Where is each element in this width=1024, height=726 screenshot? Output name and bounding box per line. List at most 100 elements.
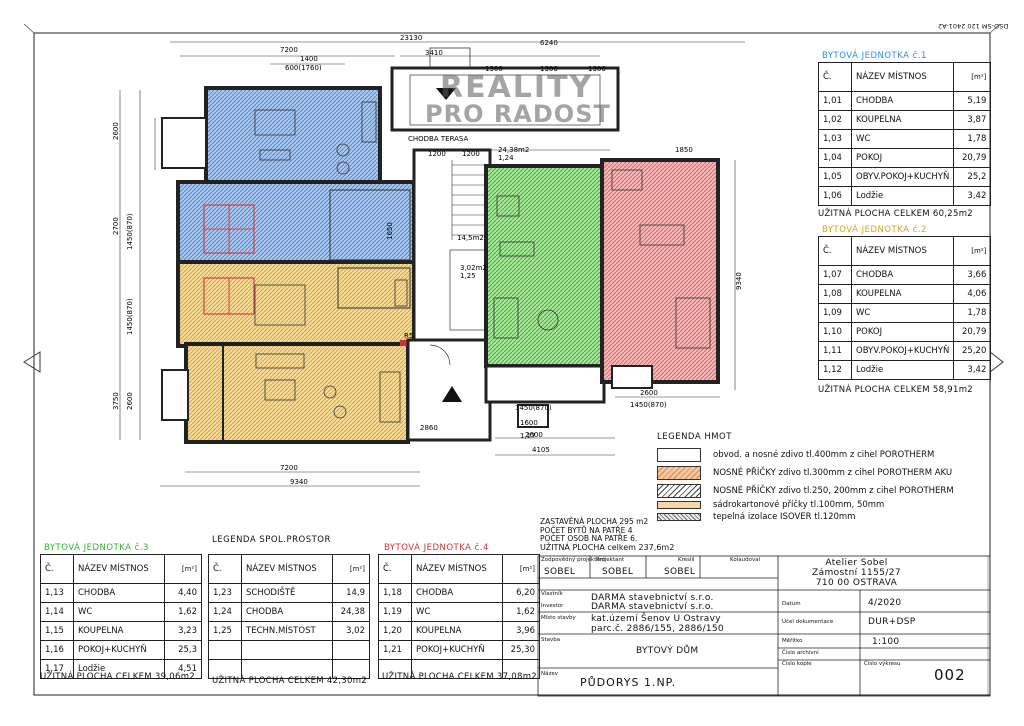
legend-swatch xyxy=(657,466,701,480)
tb-label-archiv: Číslo archivní xyxy=(782,650,819,656)
svg-text:7200: 7200 xyxy=(280,46,298,54)
svg-text:2600: 2600 xyxy=(126,392,134,410)
svg-text:3,02m2: 3,02m2 xyxy=(460,264,487,272)
tb-label-kreslil: Kreslil xyxy=(678,557,695,563)
svg-text:2600: 2600 xyxy=(112,122,120,140)
unit3-total: UŽITNÁ PLOCHA CELKEM 39,06m2 xyxy=(40,672,196,682)
tb-name-proj: SOBEL xyxy=(602,567,634,577)
svg-text:1200: 1200 xyxy=(428,150,446,158)
watermark-line1: REALITY xyxy=(440,70,594,105)
svg-text:1400: 1400 xyxy=(300,55,318,63)
unit2-total: UŽITNÁ PLOCHA CELKEM 58,91m2 xyxy=(818,385,974,395)
svg-text:1450(870): 1450(870) xyxy=(630,401,667,409)
legend-item: NOSNÉ PŘÍČKY zdivo tl.250, 200mm z cihel… xyxy=(657,484,954,498)
tb-label-vykres: Číslo výkresu xyxy=(864,661,901,667)
tb-label-owner: Vlastník xyxy=(541,591,563,597)
svg-text:1200: 1200 xyxy=(462,150,480,158)
tb-datum: 4/2020 xyxy=(868,598,902,608)
svg-text:CHODBA TERASA: CHODBA TERASA xyxy=(408,135,469,143)
svg-text:9340: 9340 xyxy=(290,478,308,486)
svg-text:1,24: 1,24 xyxy=(498,154,514,162)
tb-label-place: Místo stavby xyxy=(541,615,576,621)
tb-stavba: BYTOVÝ DŮM xyxy=(636,646,699,656)
legend-item: tepelná izolace ISOVER tl.120mm xyxy=(657,512,855,522)
summary-block: ZASTAVĚNÁ PLOCHA 295 m2 POČET BYTŮ NA PA… xyxy=(540,517,675,552)
svg-text:2860: 2860 xyxy=(420,424,438,432)
tb-vykres: 002 xyxy=(934,666,966,684)
svg-text:1300: 1300 xyxy=(485,65,503,73)
svg-text:2600: 2600 xyxy=(640,389,658,397)
tb-label-nazev: Název xyxy=(541,671,559,677)
tb-label-proj: Projektant xyxy=(596,557,624,563)
tb-label-investor: Investor xyxy=(541,603,564,609)
svg-text:1600: 1600 xyxy=(520,419,538,427)
legend-swatch xyxy=(657,484,701,498)
tb-label-ucel: Účel dokumentace xyxy=(782,619,834,625)
svg-text:14,5m2: 14,5m2 xyxy=(457,234,484,242)
tb-label-resp: Zodpovědný projektant xyxy=(541,557,606,563)
svg-text:3410: 3410 xyxy=(425,49,443,57)
svg-text:4105: 4105 xyxy=(532,446,550,454)
legend-item: sádrokartonové příčky tl.100mm, 50mm xyxy=(657,500,884,510)
svg-text:9340: 9340 xyxy=(735,272,743,290)
tb-name-resp: SOBEL xyxy=(544,567,576,577)
svg-text:7200: 7200 xyxy=(280,464,298,472)
svg-text:1450(870): 1450(870) xyxy=(126,298,134,335)
tb-meritko: 1:100 xyxy=(872,637,900,647)
unit2-title: BYTOVÁ JEDNOTKA č.2 xyxy=(822,225,927,235)
svg-text:1300: 1300 xyxy=(588,65,606,73)
tb-nazev: PŮDORYS 1.NP. xyxy=(580,676,677,689)
tb-label-meritko: Měřítko xyxy=(782,638,803,644)
svg-text:24,38m2: 24,38m2 xyxy=(498,146,529,154)
atelier-address: Atelier Sobel Zámostní 1155/27 710 00 OS… xyxy=(812,558,902,588)
tb-label-kontr: Kolaudoval xyxy=(730,557,761,563)
svg-text:600(1760): 600(1760) xyxy=(285,64,322,72)
svg-text:1450(870): 1450(870) xyxy=(515,404,552,412)
svg-text:1850: 1850 xyxy=(675,146,693,154)
dim-total: 23130 xyxy=(400,34,422,42)
legend-swatch xyxy=(657,501,701,509)
unit1-total: UŽITNÁ PLOCHA CELKEM 60,25m2 xyxy=(818,209,974,219)
tb-label-datum: Datum xyxy=(782,601,801,607)
unit1-title: BYTOVÁ JEDNOTKA č.1 xyxy=(822,51,927,61)
tb-name-kreslil: SOBEL xyxy=(664,567,696,577)
legend-swatch xyxy=(657,513,701,521)
watermark-line2: PRO RADOST xyxy=(425,100,611,128)
svg-text:1650: 1650 xyxy=(386,222,394,240)
svg-text:1,17: 1,17 xyxy=(520,432,536,440)
svg-text:R5: R5 xyxy=(404,332,413,340)
common-total: UŽITNÁ PLOCHA CELKEM 42,30m2 xyxy=(212,676,368,686)
svg-text:1300: 1300 xyxy=(540,65,558,73)
tb-investor: DARMA stavebnictví s.r.o. xyxy=(591,602,714,612)
legend-item: NOSNÉ PŘÍČKY zdivo tl.300mm z cihel PORO… xyxy=(657,466,952,480)
svg-text:1,25: 1,25 xyxy=(460,272,476,280)
unit3-title: BYTOVÁ JEDNOTKA č.3 xyxy=(44,543,149,553)
svg-text:2700: 2700 xyxy=(112,217,120,235)
tb-ucel: DUR+DSP xyxy=(868,617,916,627)
legend-swatch xyxy=(657,448,701,462)
unit4-title: BYTOVÁ JEDNOTKA č.4 xyxy=(384,543,489,553)
svg-text:3750: 3750 xyxy=(112,392,120,410)
tb-place2: parc.č. 2886/155, 2886/150 xyxy=(591,624,724,634)
common-title: LEGENDA SPOL.PROSTOR xyxy=(212,535,331,545)
